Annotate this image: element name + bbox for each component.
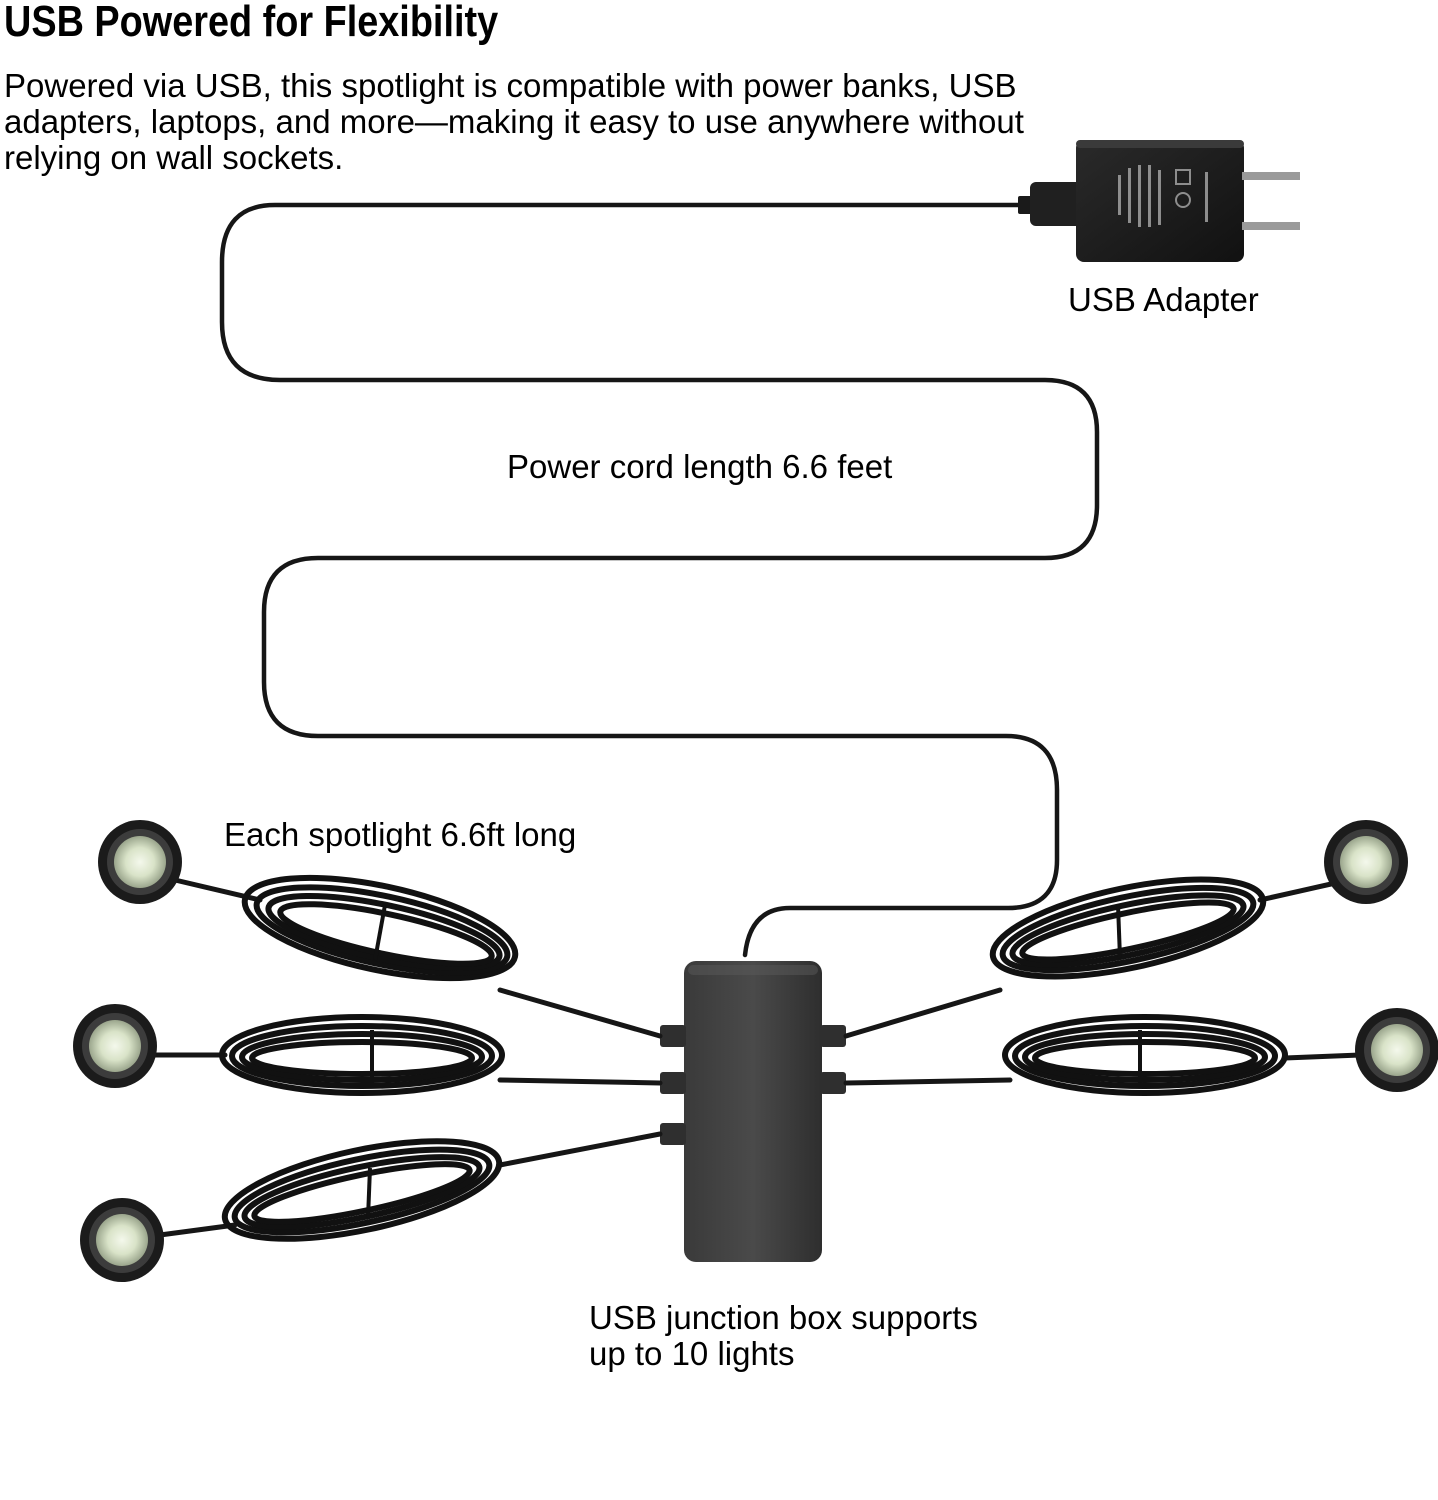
spotlight-icon xyxy=(1355,1008,1438,1092)
usb-plug xyxy=(1018,182,1082,226)
cable-coil-left-1 xyxy=(241,874,519,982)
cable-coil-left-2 xyxy=(219,1014,505,1096)
usb-adapter-icon xyxy=(1076,140,1300,262)
usb-adapter-label: USB Adapter xyxy=(1068,281,1259,318)
junction-box-label: USB junction box supports up to 10 light… xyxy=(589,1299,978,1372)
cable-coil-left-3 xyxy=(221,1138,503,1242)
spotlight-icon xyxy=(1324,820,1408,904)
spotlight-length-label: Each spotlight 6.6ft long xyxy=(224,816,577,853)
power-cord-label: Power cord length 6.6 feet xyxy=(507,448,893,485)
spotlight-icon xyxy=(98,820,182,904)
usb-junction-box xyxy=(660,961,846,1262)
page-title: USB Powered for Flexibility xyxy=(4,0,499,46)
cable-coil-right-2 xyxy=(1002,1014,1288,1096)
page-description: Powered via USB, this spotlight is compa… xyxy=(4,67,1024,176)
cable-coil-right-1 xyxy=(989,876,1267,980)
spotlight-icon xyxy=(80,1198,164,1282)
power-cord xyxy=(219,202,1100,958)
spotlight-icon xyxy=(73,1004,157,1088)
